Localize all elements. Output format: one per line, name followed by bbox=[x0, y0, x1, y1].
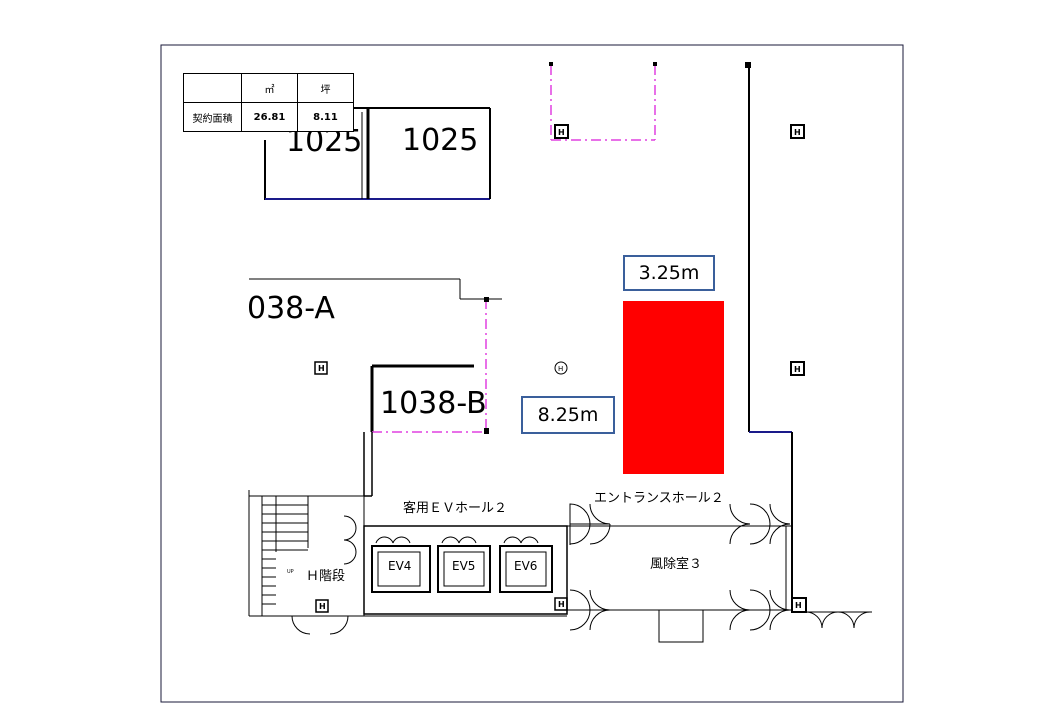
sqm-value: 26.81 bbox=[241, 102, 298, 132]
right-wall bbox=[745, 62, 793, 600]
ev-hall-walls bbox=[363, 525, 568, 617]
ev-hall-label: 客用ＥＶホール２ bbox=[403, 500, 507, 516]
table-header-tsubo: 坪 bbox=[297, 73, 354, 103]
entrance-doors bbox=[567, 503, 872, 643]
svg-text:H: H bbox=[558, 600, 565, 609]
partition-lines-top bbox=[550, 65, 656, 141]
table-header-empty bbox=[183, 73, 242, 103]
column-marker-icon: H bbox=[554, 597, 568, 611]
elevator-label: EV5 bbox=[452, 559, 475, 573]
room-1038a-label: 038-A bbox=[247, 291, 335, 326]
width-dimension-label: 3.25m bbox=[623, 255, 715, 291]
room-1038b-label: 1038-B bbox=[380, 386, 487, 421]
windbreak-room-label: 風除室３ bbox=[650, 556, 702, 572]
elevator-ev4: EV4 bbox=[371, 536, 431, 593]
depth-dimension-label: 8.25m bbox=[521, 396, 615, 434]
table-row-label: 契約面積 bbox=[183, 102, 242, 132]
column-marker-icon: H bbox=[791, 597, 807, 613]
column-marker-icon: H bbox=[554, 361, 568, 375]
tsubo-value: 8.11 bbox=[297, 102, 354, 132]
elevator-ev6: EV6 bbox=[499, 536, 553, 593]
svg-text:H: H bbox=[794, 128, 801, 137]
column-marker-icon: H bbox=[790, 124, 805, 139]
drawing-frame bbox=[160, 44, 904, 703]
svg-text:H: H bbox=[558, 365, 563, 373]
stairs-up-marker: UP bbox=[287, 569, 294, 575]
svg-text:H: H bbox=[319, 602, 326, 611]
svg-text:H: H bbox=[794, 365, 801, 374]
stairs-label: Ｈ階段 bbox=[306, 569, 345, 584]
column-marker-icon: H bbox=[790, 361, 805, 376]
room-1038a-walls bbox=[249, 278, 502, 300]
stairwell bbox=[248, 490, 365, 635]
elevator-ev5: EV5 bbox=[437, 536, 491, 593]
room-1025-label: 1025 bbox=[402, 123, 478, 158]
elevator-label: EV4 bbox=[388, 559, 411, 573]
elevator-label: EV6 bbox=[514, 559, 537, 573]
svg-text:H: H bbox=[795, 601, 802, 610]
svg-text:H: H bbox=[318, 364, 325, 373]
column-marker-icon: H bbox=[554, 124, 569, 139]
table-header-sqm: ㎡ bbox=[241, 73, 298, 103]
column-markers: H H H H H H H bbox=[314, 124, 807, 613]
svg-text:H: H bbox=[558, 128, 565, 137]
column-marker-icon: H bbox=[314, 361, 328, 375]
room-1038b-walls bbox=[363, 297, 489, 497]
room-1025-block bbox=[264, 107, 491, 200]
leased-area-highlight bbox=[623, 301, 724, 474]
column-marker-icon: H bbox=[315, 599, 329, 613]
entrance-hall-label: エントランスホール２ bbox=[594, 491, 724, 506]
contract-area-table: ㎡ 坪 契約面積 26.81 8.11 bbox=[183, 73, 354, 132]
